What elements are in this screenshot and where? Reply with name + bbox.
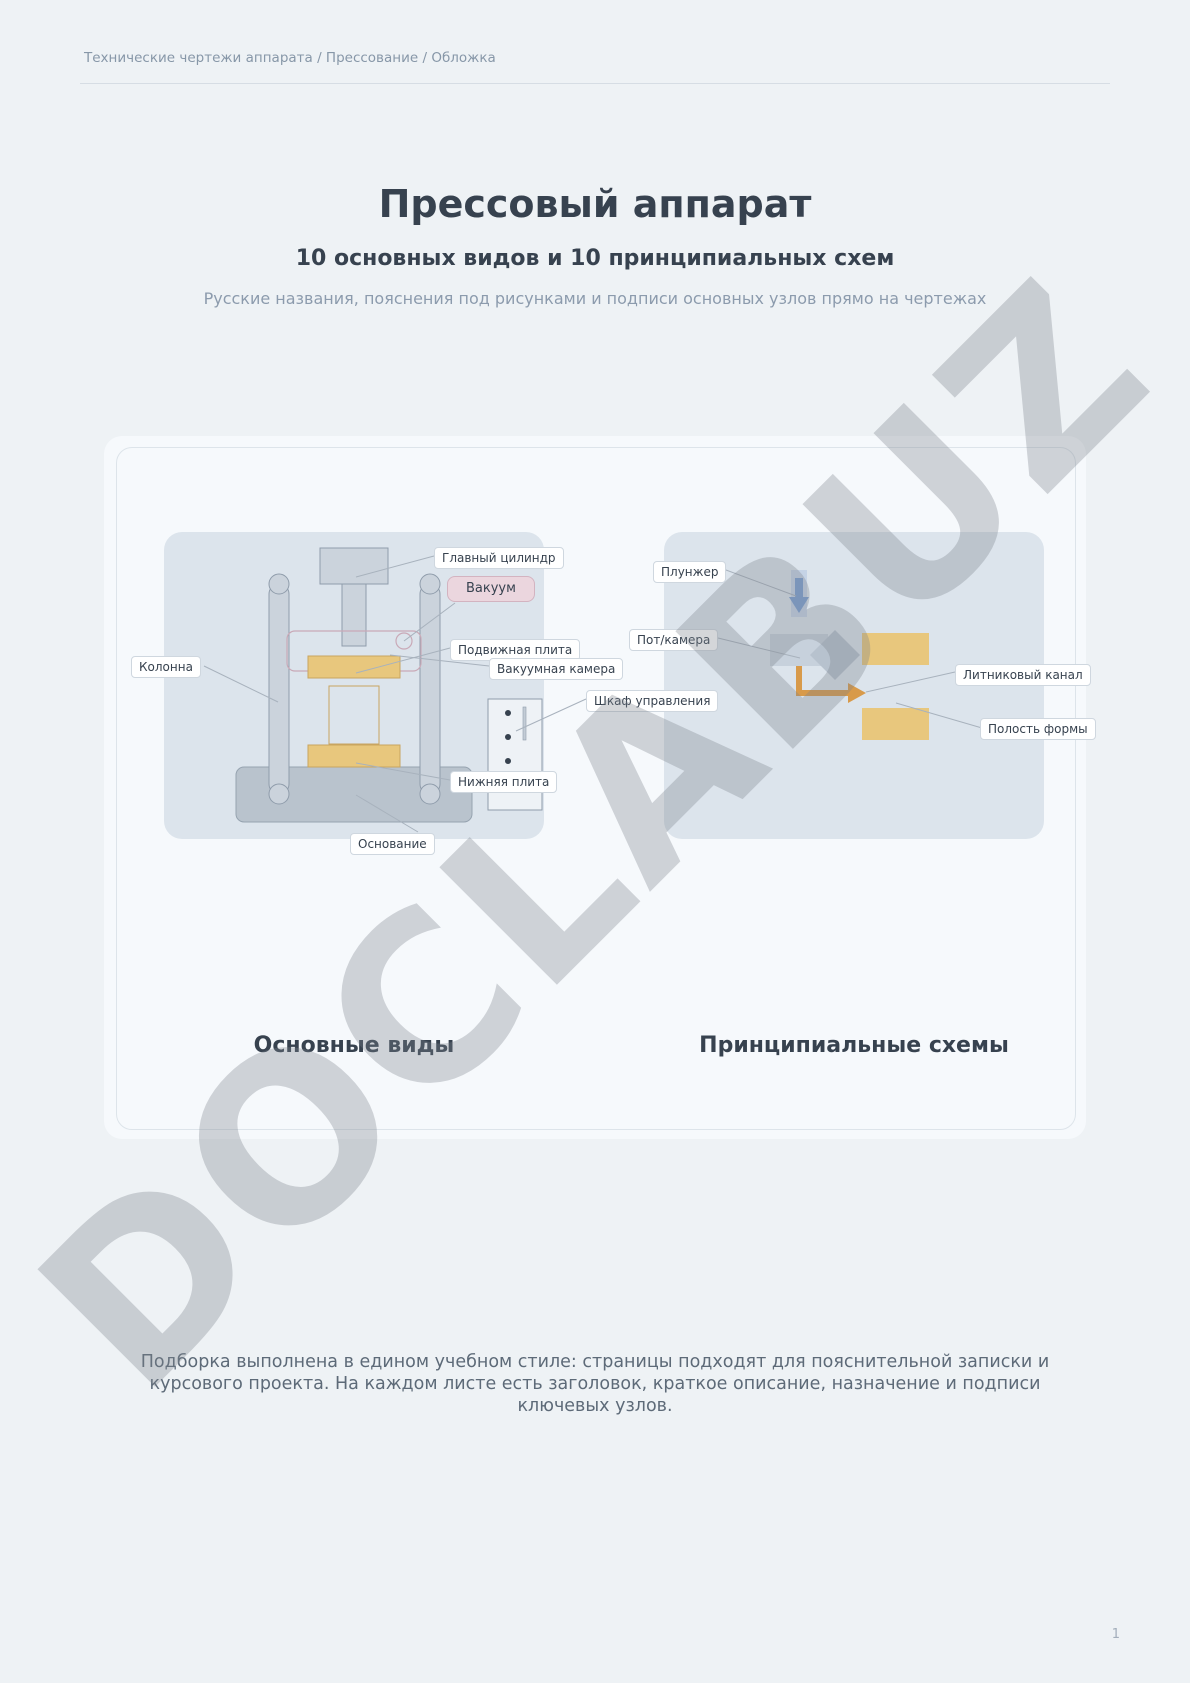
page-title: Прессовый аппарат	[378, 182, 812, 226]
label-plunger: Плунжер	[653, 561, 727, 583]
cabinet-indicator	[505, 758, 511, 764]
column-left-top-cap	[268, 573, 290, 595]
illustration-card-border	[116, 447, 1076, 1130]
footnote: Подборка выполнена в едином учебном стил…	[140, 1352, 1050, 1416]
column-right-bottom-cap	[419, 783, 441, 805]
leader-lines-left	[203, 555, 587, 833]
leader-lines-right	[717, 569, 983, 729]
label-main-cylinder: Главный цилиндр	[434, 547, 564, 569]
label-base: Основание	[350, 833, 435, 855]
column-right	[419, 583, 441, 795]
column-left	[268, 583, 290, 795]
plunger-arrow-shaft	[795, 578, 803, 598]
caption-schematics: Принципиальные схемы	[699, 1033, 1009, 1058]
cabinet-indicator	[505, 734, 511, 740]
header-divider	[80, 83, 1110, 84]
vacuum-port	[395, 632, 413, 650]
label-pot-chamber: Пот/камера	[629, 629, 719, 651]
page-tagline: Русские названия, пояснения под рисункам…	[203, 289, 987, 308]
pot-transfer-diamond	[810, 630, 860, 680]
control-cabinet	[487, 698, 543, 811]
label-vacuum-chamber: Вакуумная камера	[489, 658, 624, 680]
page-number: 1	[1111, 1627, 1120, 1642]
runner-path	[796, 666, 850, 696]
lower-plate	[307, 744, 401, 768]
label-column: Колонна	[131, 656, 201, 678]
label-lower-plate: Нижняя плита	[450, 771, 558, 793]
press-machine-drawing	[203, 547, 587, 833]
caption-main-views: Основные виды	[253, 1033, 455, 1058]
mold-cavity-top	[862, 633, 929, 665]
label-runner: Литниковый канал	[955, 664, 1091, 686]
movable-plate	[307, 655, 401, 679]
cabinet-indicator	[505, 710, 511, 716]
page-subtitle: 10 основных видов и 10 принципиальных сх…	[295, 246, 895, 271]
runner-arrow-head	[848, 683, 866, 703]
column-left-bottom-cap	[268, 783, 290, 805]
main-cylinder-body	[319, 547, 389, 585]
label-vacuum: Вакуум	[447, 576, 535, 602]
column-right-top-cap	[419, 573, 441, 595]
cabinet-handle	[522, 706, 527, 741]
transfer-molding-schematic	[717, 569, 983, 740]
label-mold-cavity: Полость формы	[980, 718, 1096, 740]
breadcrumb: Технические чертежи аппарата / Прессован…	[84, 50, 496, 66]
piston-rod	[341, 583, 367, 647]
mold-cavity-bottom	[862, 708, 929, 740]
mold-block	[328, 685, 380, 745]
plunger-arrow-head	[789, 597, 809, 613]
label-control-cabinet: Шкаф управления	[586, 690, 719, 712]
